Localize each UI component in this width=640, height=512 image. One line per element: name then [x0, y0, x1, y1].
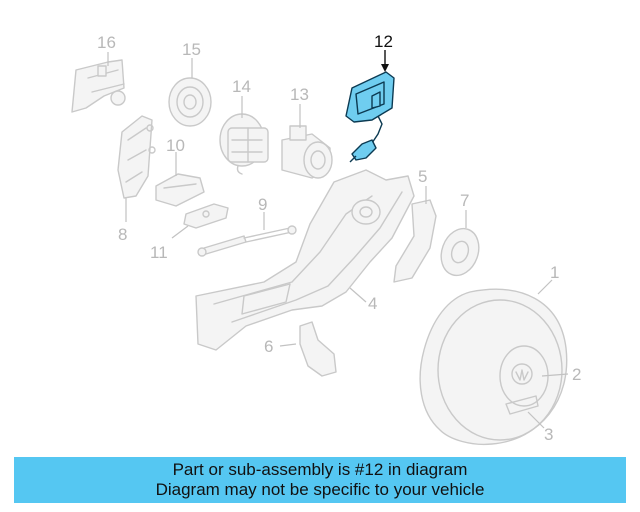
callout-3: 3: [544, 425, 553, 444]
callout-1: 1: [550, 263, 559, 282]
callout-2: 2: [572, 365, 581, 384]
part-11-bracket: [171, 203, 229, 239]
banner-line-2: Diagram may not be specific to your vehi…: [155, 480, 485, 499]
part-15-round-cover: [168, 58, 212, 127]
callout-15: 15: [182, 40, 201, 59]
part-10-bracket: [155, 152, 205, 207]
part-4-carrier-arm: [195, 169, 415, 351]
callout-12: 12: [374, 32, 393, 51]
part-8-bracket: [117, 115, 156, 222]
part-14-actuator: [219, 96, 269, 175]
callout-14: 14: [232, 77, 251, 96]
callout-11: 11: [150, 243, 168, 262]
part-6-flap: [279, 321, 337, 377]
part-5-trim: [393, 186, 437, 283]
banner-line-1: Part or sub-assembly is #12 in diagram: [172, 460, 468, 479]
callout-10: 10: [166, 136, 185, 155]
callout-16: 16: [97, 33, 116, 52]
part-7-cap: [440, 210, 480, 277]
callout-9: 9: [258, 195, 267, 214]
callout-6: 6: [264, 337, 273, 356]
info-banner: Part or sub-assembly is #12 in diagram D…: [14, 457, 626, 503]
callout-7: 7: [460, 191, 469, 210]
callout-5: 5: [418, 167, 427, 186]
part-16-hinge-bracket: [71, 52, 126, 113]
callout-13: 13: [290, 85, 309, 104]
parts-diagram: 16 15 14 13 8 10: [71, 32, 581, 446]
part-13-actuator: [281, 104, 333, 179]
part-9-strut: [197, 212, 297, 257]
callout-8: 8: [118, 225, 127, 244]
part-12-highlighted[interactable]: [345, 50, 395, 163]
part-1-wheel-cover: [419, 279, 569, 446]
callout-4: 4: [368, 294, 377, 313]
